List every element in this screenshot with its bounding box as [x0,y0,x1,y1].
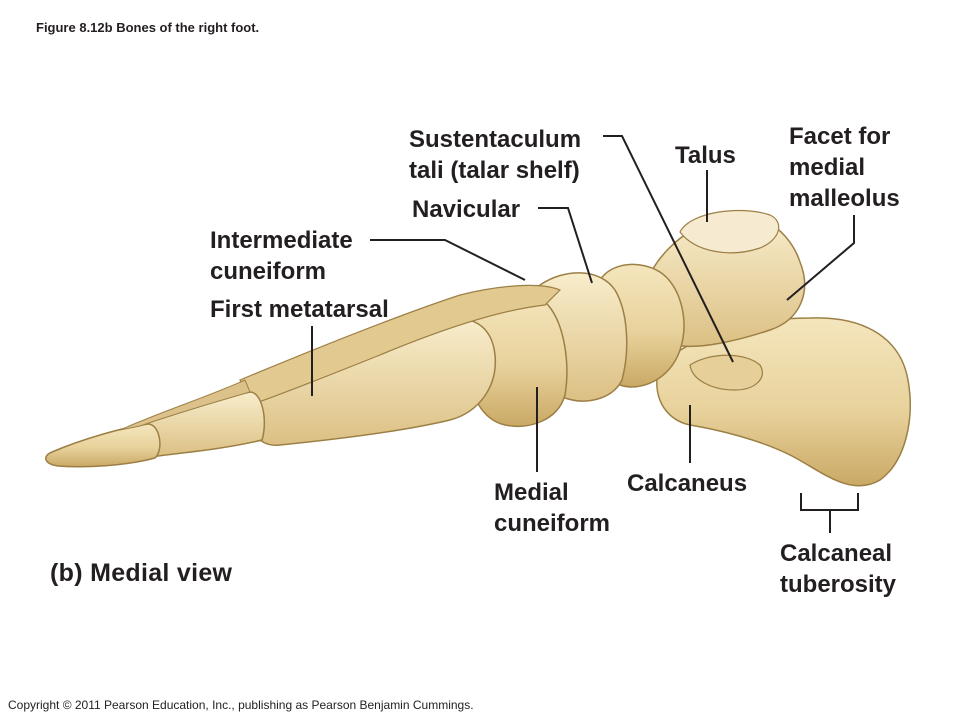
label-calcaneal-tuberosity: Calcaneal tuberosity [780,538,896,600]
leader-sustentaculum [603,135,734,363]
copyright-notice: Copyright © 2011 Pearson Education, Inc.… [8,698,474,712]
label-intermediate-cuneiform: Intermediate cuneiform [210,225,353,287]
view-title: (b) Medial view [50,559,233,587]
label-facet-line2: medial [789,154,866,181]
label-facet-line3: malleolus [789,185,900,212]
label-medial-cuneiform: Medial cuneiform [494,477,610,539]
label-medial-cuneiform-line2: cuneiform [494,510,611,537]
label-first-metatarsal: First metatarsal [210,296,389,323]
label-sustentaculum-tali: Sustentaculum tali (talar shelf) [409,124,581,186]
label-navicular: Navicular [412,196,521,223]
label-facet-line1: Facet for [789,123,891,150]
leader-facet [786,215,855,301]
label-calcaneal-tuberosity-line1: Calcaneal [780,540,893,567]
figure-caption: Figure 8.12b Bones of the right foot. [36,20,260,35]
label-intermediate-line2: cuneiform [210,258,327,285]
label-sustentaculum-line2: tali (talar shelf) [409,157,580,184]
distal-phalanx [45,423,161,468]
leader-navicular [538,207,593,284]
leader-calcaneal-tuberosity [800,493,859,533]
leader-intermediate [370,239,526,281]
label-talus: Talus [675,142,736,169]
label-medial-cuneiform-line1: Medial [494,479,569,506]
label-intermediate-line1: Intermediate [210,227,353,254]
label-sustentaculum-line1: Sustentaculum [409,126,582,153]
leader-lines [311,135,859,533]
label-facet-medial-malleolus: Facet for medial malleolus [789,121,900,214]
label-calcaneal-tuberosity-line2: tuberosity [780,571,897,598]
lesser-phalanges [119,379,251,431]
lateral-metatarsals [239,284,562,406]
label-calcaneus: Calcaneus [627,470,748,497]
talar-trochlea [679,209,780,254]
sustentaculum-tali-shelf [689,354,763,391]
